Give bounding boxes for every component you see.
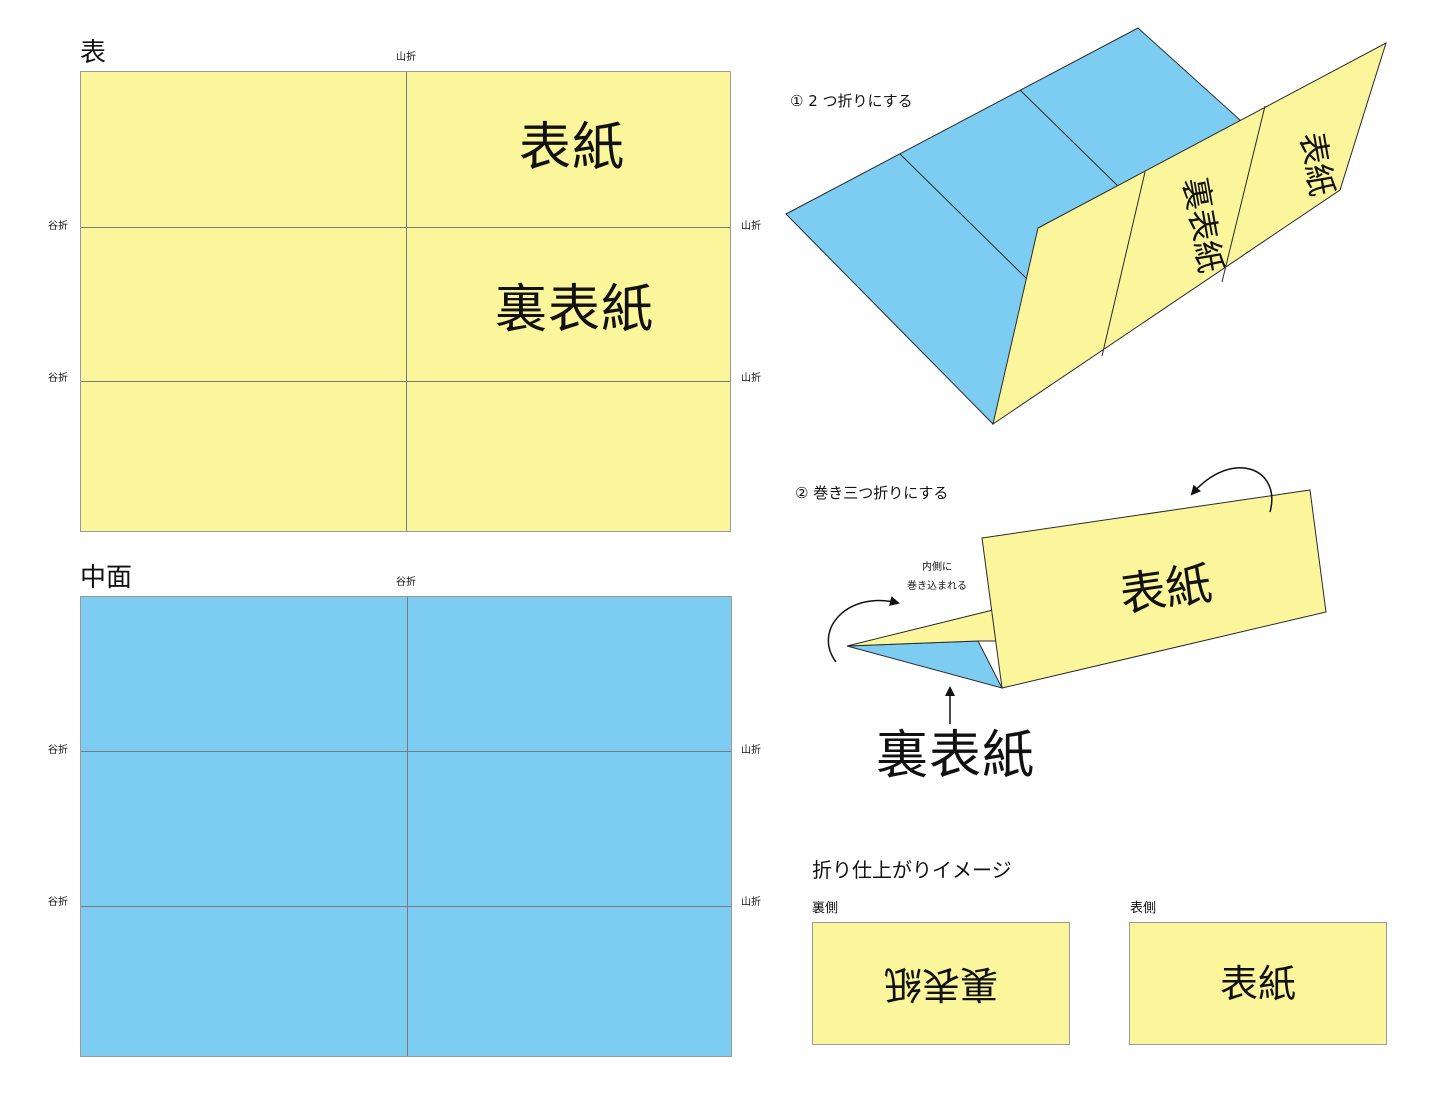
front-top-fold-label: 山折 [396, 52, 416, 63]
front-cover-text: 表紙 [519, 118, 626, 178]
step1-blue-fold-line-1 [899, 153, 1029, 281]
front-right-fold-label-2: 山折 [741, 373, 761, 384]
step1-yellow-fold-line-1 [1101, 171, 1146, 357]
inside-sheet-title: 中面 [80, 563, 133, 593]
step1-title: ① 2 つ折りにする [790, 92, 913, 110]
inside-sheet [80, 596, 732, 1057]
result-title: 折り仕上がりイメージ [812, 858, 1012, 882]
inside-top-fold-label: 谷折 [396, 577, 416, 588]
front-center-fold-line [406, 72, 407, 531]
front-left-fold-label-2: 谷折 [48, 373, 68, 384]
step2-title: ② 巻き三つ折りにする [795, 484, 949, 502]
step2-inner-yellow-flap [846, 609, 1003, 647]
front-sheet: 表紙 裏表紙 [80, 71, 731, 532]
front-lower-fold-line [81, 381, 730, 382]
step2-left-curved-arrow [827, 596, 900, 663]
step1-blue-fold-line-2 [1019, 89, 1123, 191]
step2-cover-text: 表紙 [1116, 556, 1215, 622]
front-back-cover-text: 裏表紙 [495, 280, 655, 340]
step2-note-line2: 巻き込まれる [907, 581, 967, 592]
inside-upper-fold-line [81, 751, 731, 752]
front-upper-fold-line [81, 227, 730, 228]
step2-note-line1: 内側に [922, 562, 952, 573]
inside-left-fold-label-2: 谷折 [48, 897, 68, 908]
inside-right-fold-label-2: 山折 [741, 897, 761, 908]
front-left-fold-label-1: 谷折 [48, 221, 68, 232]
step2-cover-panel [981, 489, 1327, 689]
step1-yellow-half [992, 41, 1387, 426]
result-front-side-label: 表側 [1130, 901, 1157, 916]
result-back-card: 裏表紙 [812, 922, 1070, 1045]
inside-right-fold-label-1: 山折 [741, 745, 761, 756]
inside-lower-fold-line [81, 906, 731, 907]
result-front-card-text: 表紙 [1219, 961, 1296, 1006]
step2-back-cover-text: 裏表紙 [876, 726, 1036, 786]
result-back-side-label: 裏側 [812, 901, 839, 916]
step2-top-curved-arrow [1190, 467, 1273, 513]
result-back-card-text: 裏表紙 [883, 961, 998, 1006]
front-sheet-title: 表 [80, 38, 107, 68]
inside-left-fold-label-1: 谷折 [48, 745, 68, 756]
step1-yellow-fold-line-2 [1221, 105, 1266, 283]
inside-center-fold-line [407, 597, 408, 1056]
result-front-card: 表紙 [1129, 922, 1387, 1045]
front-right-fold-label-1: 山折 [741, 221, 761, 232]
step2-inner-blue-flap [846, 640, 1003, 689]
